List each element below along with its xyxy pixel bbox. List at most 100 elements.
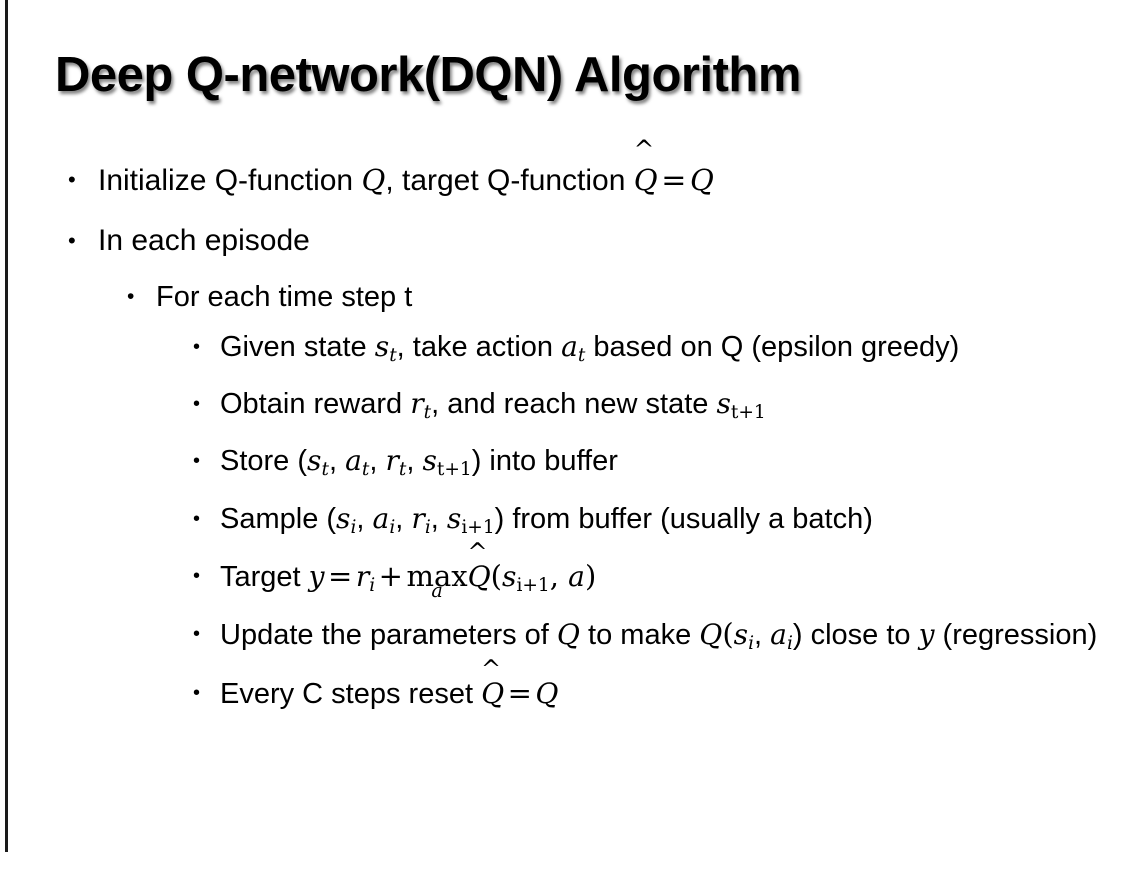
list-item-update-parameters: • Update the parameters of Q to make Q(s…: [0, 610, 1124, 668]
math-symbol-a-i: ai: [770, 617, 793, 654]
bullet-marker-icon: •: [68, 167, 76, 192]
math-symbol-r-i: ri: [411, 501, 431, 538]
math-base: a: [345, 444, 362, 478]
math-symbol-q-hat: ^Q: [481, 657, 504, 718]
math-subscript: i: [369, 574, 376, 596]
text-fragment: ,: [369, 445, 386, 478]
math-subscript: t: [361, 459, 370, 481]
text-fragment: ,: [356, 502, 373, 535]
text-fragment: Every C steps reset: [220, 678, 482, 711]
math-operator-equals: =: [661, 163, 687, 198]
text-fragment: ,: [430, 502, 447, 535]
list-item-label: Given state st, take action at based on …: [220, 323, 1124, 380]
math-subscript: t: [389, 345, 397, 367]
text-fragment: ,: [406, 445, 423, 478]
math-subscript: t+1: [436, 459, 472, 481]
text-fragment: ) from buffer (usually a batch): [494, 502, 873, 535]
math-symbol-r-t: rt: [385, 444, 406, 480]
hat-accent-icon: ^: [633, 134, 655, 164]
math-base: s: [422, 444, 437, 478]
math-operator-equals: =: [328, 558, 353, 593]
math-symbol-s-i-plus-1: si+1: [502, 559, 550, 596]
math-base: s: [307, 444, 322, 478]
math-symbol-s-t-plus-1: st+1: [716, 387, 766, 424]
list-item-for-each-time-step: • For each time step t: [0, 271, 1124, 323]
math-base: r: [355, 559, 370, 593]
math-operator-equals: =: [507, 676, 532, 711]
math-symbol-s-t: st: [374, 330, 397, 367]
text-fragment: Obtain reward: [220, 388, 411, 421]
bullet-marker-icon: •: [193, 622, 201, 645]
bullet-marker-icon: •: [193, 564, 201, 587]
math-symbol-q-hat: ^Q: [468, 540, 491, 601]
text-fragment: , take action: [396, 331, 562, 363]
text-fragment: ,: [395, 502, 412, 535]
math-subscript: i: [424, 516, 431, 538]
text-fragment: (: [722, 616, 734, 651]
text-fragment: to make: [579, 618, 700, 651]
list-item-label: Every C steps reset ^Q=Q: [220, 657, 1124, 718]
text-fragment: Initialize Q-function: [98, 164, 362, 197]
bullet-marker-icon: •: [193, 507, 201, 530]
page-title: Deep Q-network(DQN) Algorithm: [55, 48, 801, 102]
math-symbol-s-i-plus-1: si+1: [446, 501, 495, 538]
math-symbol-a-t: at: [561, 330, 586, 367]
math-base: r: [385, 444, 399, 478]
math-base: r: [410, 387, 424, 421]
list-item-sample: • Sample (si, ai, ri, si+1) from buffer …: [0, 495, 1124, 552]
list-item-label: Obtain reward rt, and reach new state st…: [220, 380, 1124, 437]
max-underscript: a: [431, 579, 443, 603]
list-item-obtain-reward: • Obtain reward rt, and reach new state …: [0, 380, 1124, 437]
text-fragment: ) close to: [792, 618, 919, 651]
math-subscript: i+1: [516, 574, 550, 596]
math-base: a: [372, 501, 390, 535]
text-fragment: (: [490, 558, 502, 593]
text-fragment: , target Q-function: [385, 164, 634, 197]
math-symbol-q: Q: [699, 617, 723, 651]
text-fragment: Store (: [220, 445, 308, 478]
math-symbol-a-t: at: [345, 444, 369, 480]
math-base: s: [374, 330, 390, 363]
text-fragment: , and reach new state: [431, 388, 717, 421]
math-subscript: t: [577, 345, 586, 367]
math-subscript: t+1: [730, 402, 766, 424]
math-base: a: [770, 617, 787, 651]
math-symbol-r-t: rt: [410, 387, 431, 423]
math-symbol-a-i: ai: [372, 501, 396, 538]
math-base: s: [446, 501, 462, 535]
list-item-given-state: • Given state st, take action at based o…: [0, 323, 1124, 380]
math-base: a: [561, 330, 578, 363]
math-symbol-y: y: [308, 559, 325, 593]
text-fragment: ,: [754, 618, 771, 651]
math-symbol-q: Q: [535, 677, 559, 711]
list-item-label: In each episode: [98, 224, 310, 257]
text-fragment: ,: [328, 445, 346, 478]
text-fragment: based on Q (epsilon greedy): [585, 331, 960, 363]
bullet-marker-icon: •: [193, 393, 201, 416]
math-symbol-s-i: si: [336, 502, 357, 538]
bullet-list: • Initialize Q-function Q, target Q-func…: [0, 137, 1124, 718]
list-item-label: Initialize Q-function Q, target Q-functi…: [98, 137, 1124, 211]
math-subscript: i+1: [461, 516, 495, 538]
math-subscript: i: [748, 633, 755, 655]
bullet-marker-icon: •: [127, 285, 135, 308]
math-symbol-q: Q: [689, 163, 714, 197]
list-item-every-c-steps: • Every C steps reset ^Q=Q: [0, 657, 1124, 718]
math-symbol-r-i: ri: [355, 559, 376, 596]
text-fragment: ) into buffer: [471, 445, 618, 478]
math-subscript: i: [350, 516, 357, 538]
math-base: s: [733, 617, 749, 651]
math-base: r: [411, 501, 425, 535]
math-base: s: [716, 387, 731, 421]
left-edge-rule: [5, 0, 8, 852]
math-symbol-y: y: [918, 617, 935, 651]
math-base: s: [502, 559, 517, 593]
bullet-marker-icon: •: [68, 228, 76, 253]
bullet-marker-icon: •: [193, 682, 201, 705]
list-item-in-each-episode: • In each episode: [0, 211, 1124, 271]
list-item-initialize: • Initialize Q-function Q, target Q-func…: [0, 137, 1124, 211]
math-symbol-q: Q: [361, 163, 386, 197]
text-fragment: Given state: [220, 331, 375, 363]
